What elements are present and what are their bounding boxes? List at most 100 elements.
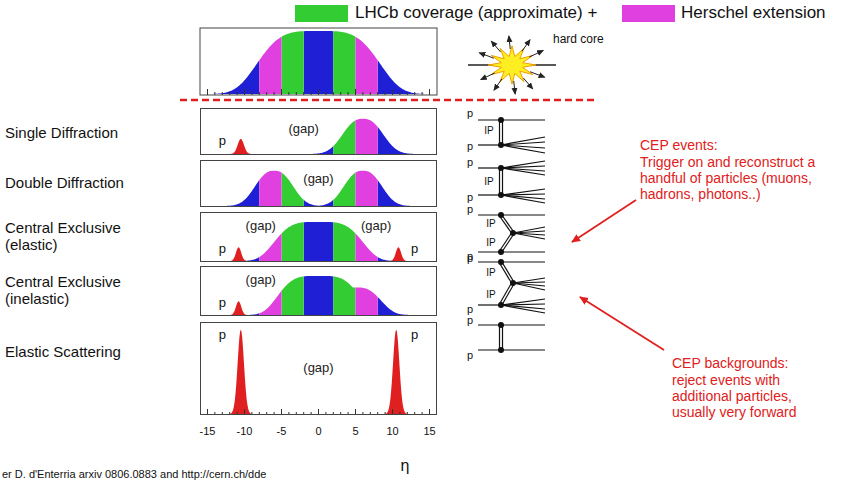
proton-label: p xyxy=(219,242,226,257)
diagram-label: p xyxy=(467,252,473,265)
row-title: Elastic Scattering xyxy=(5,343,121,360)
diagram-label: IP xyxy=(484,125,493,137)
diagram-label: p xyxy=(467,303,473,316)
diagram-line xyxy=(499,121,500,143)
distribution-panel: p (gap) (gap) p xyxy=(200,212,437,262)
axis-number: 15 xyxy=(423,425,435,438)
distribution-panel: p(gap) xyxy=(200,266,437,316)
rapidity-distribution xyxy=(208,171,430,206)
legend-text: Herschel extension xyxy=(681,3,826,23)
diagram-line xyxy=(499,170,500,193)
axis-tick xyxy=(429,89,430,95)
rapidity-distribution xyxy=(208,276,430,315)
rapidity-distribution xyxy=(208,276,430,315)
diagram-line xyxy=(502,326,503,349)
diagram-line xyxy=(513,283,545,290)
axis-title: η xyxy=(401,457,410,475)
diagram-line xyxy=(501,142,545,145)
particle-arrow xyxy=(514,81,515,94)
diagram-label: p xyxy=(467,349,473,362)
proton-label: p xyxy=(219,134,226,149)
callout-text: Trigger on and reconstruct a handful of … xyxy=(640,154,828,202)
rapidity-distribution xyxy=(208,276,430,315)
citation: er D. d'Enterria arxiv 0806.0883 and htt… xyxy=(2,468,266,481)
diagram-line xyxy=(501,137,545,145)
axis-tick xyxy=(370,92,371,95)
axis-tick xyxy=(362,92,363,95)
rapidity-distribution xyxy=(208,31,430,94)
diagram-line xyxy=(478,119,545,120)
rapidity-distribution xyxy=(208,119,430,154)
diagram-line xyxy=(503,263,515,283)
hard-core-star xyxy=(488,46,536,84)
rapidity-distribution xyxy=(208,119,430,154)
axis-tick xyxy=(414,92,415,95)
axis-number: 10 xyxy=(386,425,398,438)
diagram-line xyxy=(500,263,512,283)
callout-text: reject events with additional particles,… xyxy=(672,372,827,420)
axis-tick xyxy=(325,92,326,95)
diagram-line xyxy=(501,299,545,305)
callout-heading: CEP events: xyxy=(640,137,718,153)
axis-tick xyxy=(207,89,208,95)
particle-arrow xyxy=(523,78,532,89)
proton-label: p xyxy=(411,328,418,343)
axis-number: -5 xyxy=(277,425,287,438)
axis-number: -10 xyxy=(237,425,253,438)
gap-label: (gap) xyxy=(361,219,391,234)
diagram-line xyxy=(501,145,545,153)
gap-label: (gap) xyxy=(246,273,276,288)
gap-label: (gap) xyxy=(289,122,319,137)
particle-arrow xyxy=(530,72,545,77)
diagram-line xyxy=(501,305,545,313)
diagram-line xyxy=(478,261,545,262)
particle-arrow xyxy=(494,79,502,90)
legend-swatch xyxy=(622,5,675,22)
gap-label: (gap) xyxy=(303,361,333,376)
proton-peak xyxy=(208,301,430,315)
legend-swatch xyxy=(295,5,348,22)
axis-tick xyxy=(296,92,297,95)
diagram-line xyxy=(502,121,503,143)
distribution-panel: p (gap) xyxy=(200,108,437,155)
rapidity-distribution xyxy=(208,222,430,261)
axis-tick xyxy=(222,92,223,95)
row-title: Double Diffraction xyxy=(5,174,124,191)
diagram-label: IP xyxy=(486,237,495,249)
diagram-line xyxy=(502,170,503,193)
diagram-label: p xyxy=(467,314,473,327)
proton-label: p xyxy=(411,242,418,257)
rapidity-distribution xyxy=(208,31,430,94)
callout-arrow xyxy=(572,200,636,242)
diagram-line xyxy=(500,216,512,233)
axis-tick xyxy=(251,92,252,95)
diagram-line xyxy=(500,233,512,251)
distribution-panel: p(gap)p xyxy=(200,322,437,415)
diagram-line xyxy=(501,168,545,175)
axis-tick xyxy=(399,92,400,95)
diagram-label: p xyxy=(467,191,473,204)
rapidity-distribution xyxy=(208,171,430,206)
diagram-line xyxy=(478,214,545,215)
distribution-panel: (gap) xyxy=(200,160,437,207)
axis-tick xyxy=(318,89,319,95)
axis-tick xyxy=(288,92,289,95)
diagram-line xyxy=(501,304,545,305)
axis-tick xyxy=(259,92,260,95)
rapidity-distribution xyxy=(208,119,430,154)
gap-label: (gap) xyxy=(246,219,276,234)
proton-peak xyxy=(208,247,430,261)
diagram-line xyxy=(478,194,501,195)
diagram-line xyxy=(478,167,501,168)
diagram-line xyxy=(513,227,545,233)
callout-heading: CEP backgrounds: xyxy=(672,355,788,371)
axis-number: -15 xyxy=(200,425,216,438)
diagram-label: IP xyxy=(486,218,495,230)
axis-number: 0 xyxy=(315,425,321,438)
particle-arrow xyxy=(522,40,530,51)
axis-tick xyxy=(407,92,408,95)
proton-peak xyxy=(208,329,430,414)
diagram-label: p xyxy=(467,107,473,120)
proton-peak xyxy=(208,139,430,154)
axis-tick xyxy=(229,92,230,95)
